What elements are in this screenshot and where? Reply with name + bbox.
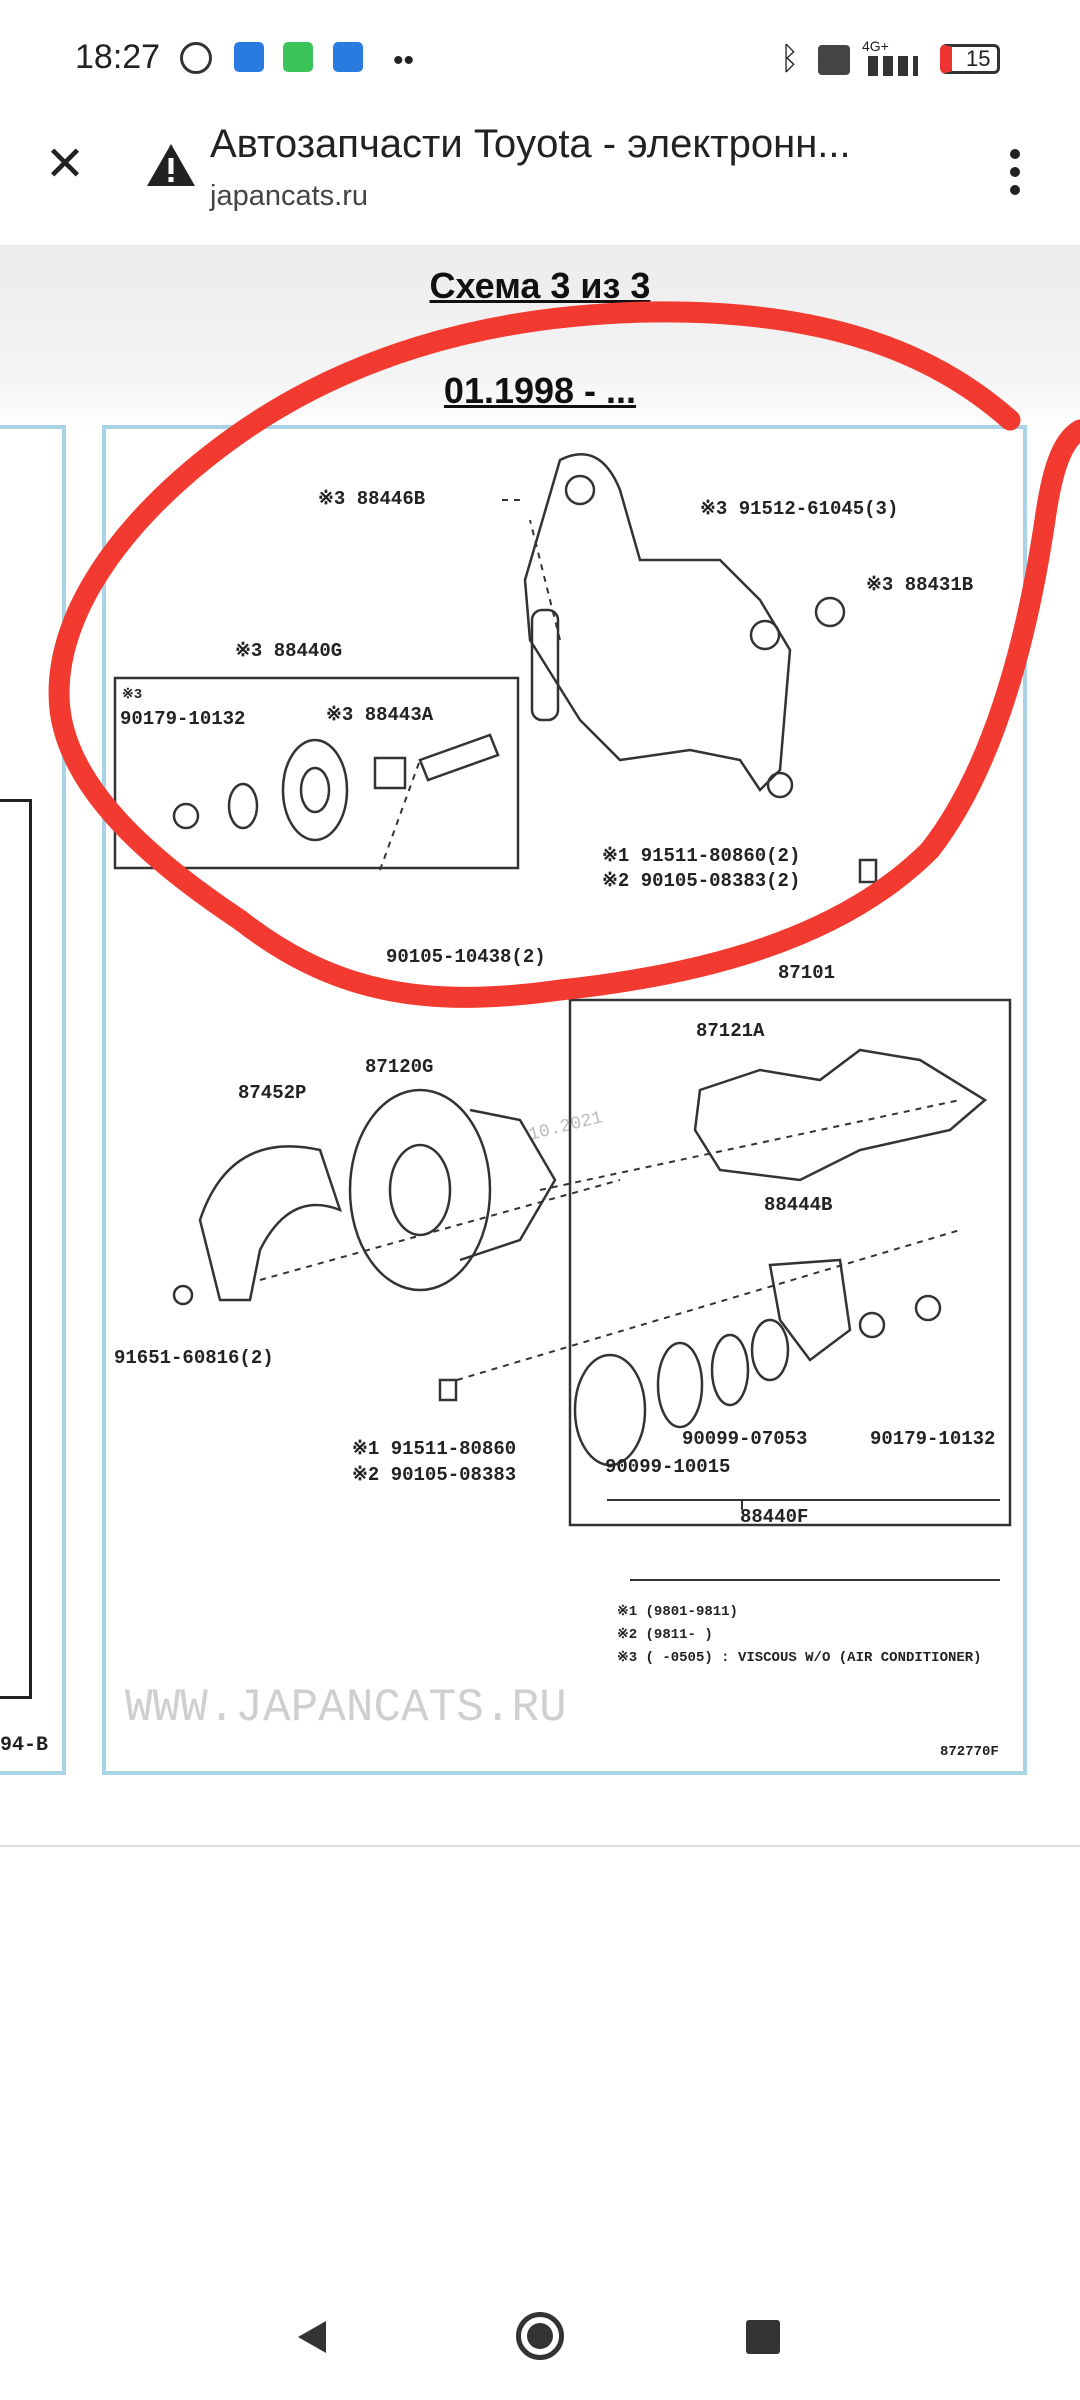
part-label[interactable]: ※3 88431B: [866, 574, 973, 596]
part-label[interactable]: 87121A: [696, 1020, 765, 1042]
battery-level: 15: [966, 46, 991, 71]
watermark: WWW.JAPANCATS.RU: [125, 1682, 567, 1734]
part-label[interactable]: 90099-10015: [605, 1456, 730, 1478]
part-label[interactable]: 90099-07053: [682, 1428, 807, 1450]
part-label[interactable]: 87120G: [365, 1056, 433, 1078]
vpn-icon: [333, 42, 363, 72]
note: ※3 ( -0505) : VISCOUS W/O (AIR CONDITION…: [617, 1650, 982, 1666]
red-annotation-circle: [48, 301, 1080, 1008]
part-label[interactable]: 88440F: [740, 1506, 808, 1528]
part-label[interactable]: 88444B: [764, 1194, 832, 1216]
scheme-heading[interactable]: Схема 3 из 3: [429, 265, 651, 306]
date-stamp: 10.2021: [527, 1108, 605, 1146]
part-label[interactable]: ※3 88440G: [235, 640, 342, 662]
figure-id: 872770F: [940, 1744, 999, 1760]
date-range-heading[interactable]: 01.1998 - ...: [443, 370, 637, 411]
part-label[interactable]: ※3 88443A: [326, 704, 434, 726]
divider: [0, 1845, 1080, 1847]
whatsapp-icon: [283, 42, 313, 72]
part-label[interactable]: ※1 91511-80860: [352, 1438, 516, 1460]
volte-icon: [818, 45, 850, 75]
warning-icon[interactable]: [145, 140, 197, 190]
parts-diagram-frame[interactable]: [102, 425, 1027, 1775]
part-label[interactable]: ※1 91511-80860(2): [602, 845, 800, 867]
battery-icon: 15: [940, 44, 1000, 74]
parts-drawing: [113, 453, 1012, 1581]
status-bar: 18:27 •• ᛒ 4G+ 15: [0, 0, 1080, 110]
clock: 18:27: [75, 38, 161, 76]
page-title: Автозапчасти Toyota - электронн...: [210, 122, 851, 166]
part-label[interactable]: 91651-60816(2): [114, 1347, 274, 1369]
part-label[interactable]: ※3 88446B: [318, 488, 425, 510]
close-icon[interactable]: ✕: [44, 138, 86, 191]
more-dots-icon: ••: [393, 44, 415, 77]
part-labels: ※3 88446B ※3 91512-61045(3) ※3 88431B ※3…: [114, 488, 995, 1528]
mail-icon: [234, 42, 264, 72]
previous-diagram-label: 94-B: [0, 1734, 49, 1757]
part-label[interactable]: 87452P: [238, 1082, 306, 1104]
part-label[interactable]: ※2 90105-08383(2): [602, 870, 800, 892]
note: ※2 (9811- ): [617, 1627, 713, 1643]
signal-icon: [868, 56, 918, 76]
part-label[interactable]: 87101: [778, 962, 835, 984]
recents-icon[interactable]: [746, 2320, 780, 2354]
part-label[interactable]: 90179-10132: [120, 708, 245, 730]
bluetooth-icon: ᛒ: [780, 40, 800, 76]
part-label[interactable]: ※2 90105-08383: [352, 1464, 516, 1486]
page-url[interactable]: japancats.ru: [210, 180, 368, 212]
home-icon[interactable]: [516, 2312, 564, 2360]
more-menu-icon[interactable]: [995, 145, 1035, 201]
alarm-icon: [180, 42, 212, 74]
diagram-notes: ※1 (9801-9811) ※2 (9811- ) ※3 ( -0505) :…: [617, 1604, 999, 1760]
browser-toolbar: ✕ Автозапчасти Toyota - электронн... jap…: [0, 110, 1080, 245]
part-label[interactable]: ※3 91512-61045(3): [700, 498, 898, 520]
note: ※1 (9801-9811): [617, 1604, 738, 1620]
navigation-bar: [0, 2280, 1080, 2400]
part-label[interactable]: 90179-10132: [870, 1428, 995, 1450]
part-label: ※3: [122, 687, 142, 703]
network-type: 4G+: [862, 38, 889, 54]
back-icon[interactable]: [292, 2317, 332, 2357]
previous-diagram-border: [0, 799, 32, 1699]
part-label[interactable]: 90105-10438(2): [386, 946, 546, 968]
